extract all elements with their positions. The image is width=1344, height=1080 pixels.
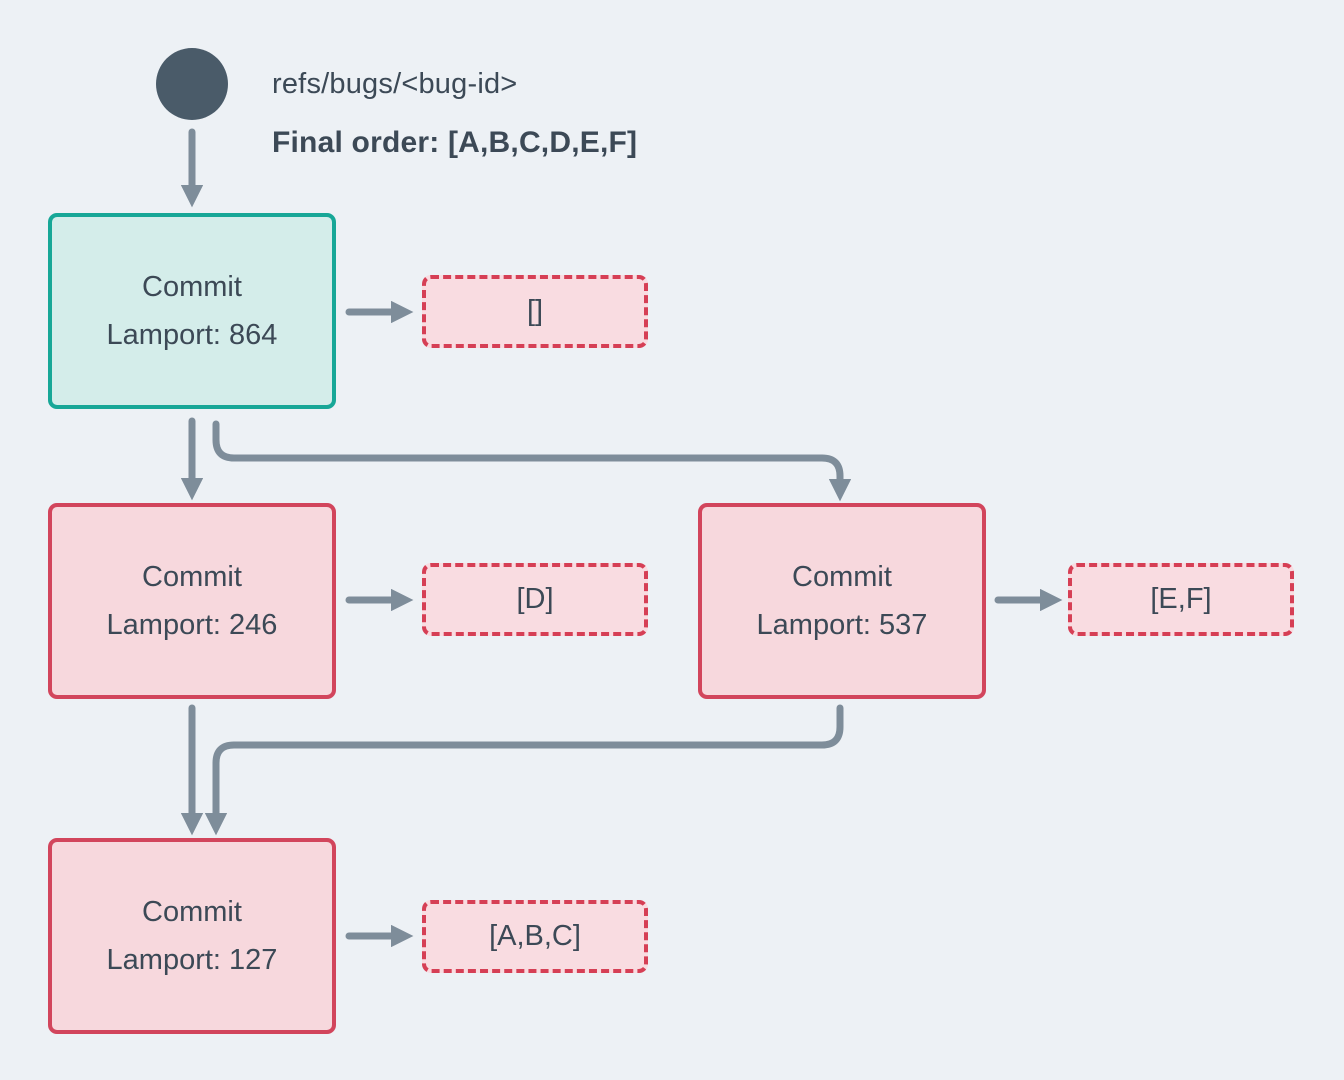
commit-title: Commit <box>142 561 242 593</box>
ref-name-label: refs/bugs/<bug-id> <box>272 68 518 100</box>
commit-node-127: Commit Lamport: 127 <box>48 838 336 1034</box>
commit-lamport: Lamport: 537 <box>756 609 928 641</box>
commit-node-537: Commit Lamport: 537 <box>698 503 986 699</box>
bug-list-864: [] <box>422 275 648 348</box>
commit-title: Commit <box>142 271 242 303</box>
ref-head-node <box>156 48 228 120</box>
commit-title: Commit <box>142 896 242 928</box>
edge-864-to-537 <box>212 420 852 502</box>
bug-list-127: [A,B,C] <box>422 900 648 973</box>
bug-list-537: [E,F] <box>1068 563 1294 636</box>
final-order-label: Final order: [A,B,C,D,E,F] <box>272 126 638 159</box>
commit-lamport: Lamport: 246 <box>106 609 278 641</box>
commit-lamport: Lamport: 127 <box>106 944 278 976</box>
commit-lamport: Lamport: 864 <box>106 319 278 351</box>
bug-list-246: [D] <box>422 563 648 636</box>
edge-537-to-127 <box>204 704 844 836</box>
commit-title: Commit <box>792 561 892 593</box>
commit-node-864: Commit Lamport: 864 <box>48 213 336 409</box>
commit-node-246: Commit Lamport: 246 <box>48 503 336 699</box>
